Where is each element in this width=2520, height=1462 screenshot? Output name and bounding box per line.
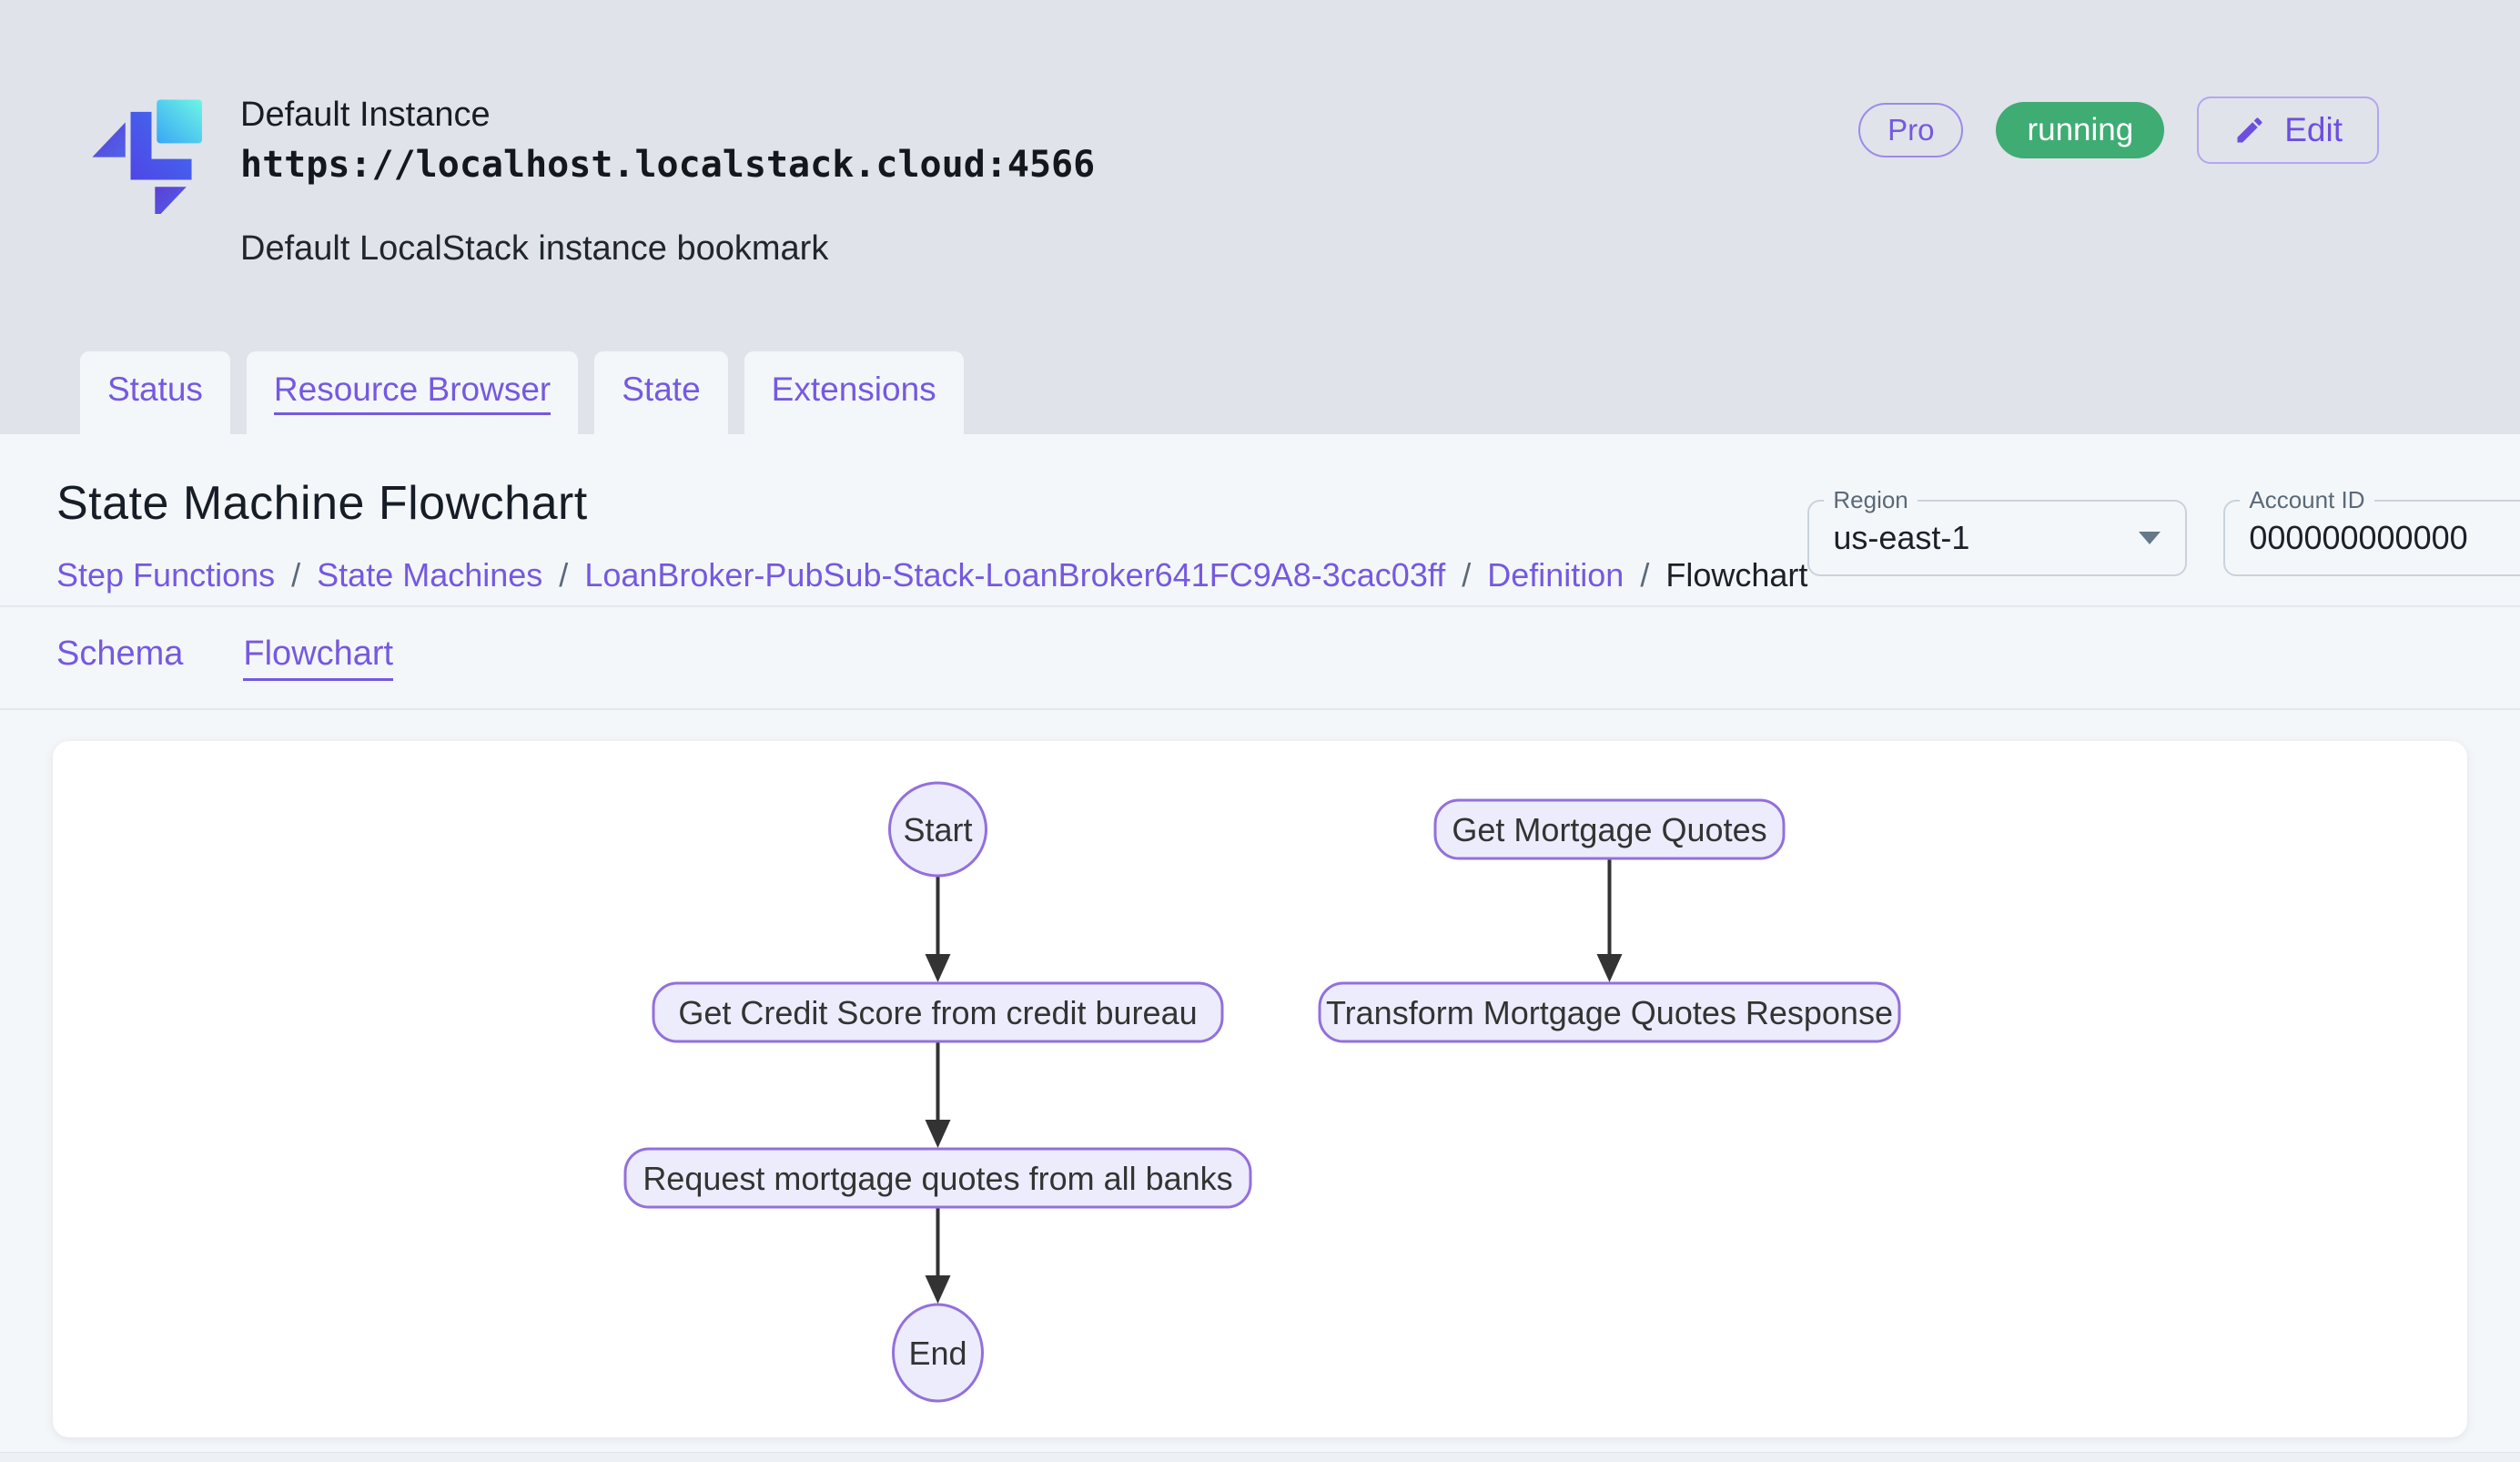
instance-tabs: Status Resource Browser State Extensions (80, 351, 964, 434)
page-title: State Machine Flowchart (56, 476, 1807, 531)
instance-title: Default Instance (240, 96, 1095, 135)
instance-header-bar: Default Instance https://localhost.local… (0, 0, 2520, 434)
instance-description: Default LocalStack instance bookmark (240, 229, 1095, 269)
instance-text-block: Default Instance https://localhost.local… (240, 86, 1095, 269)
panel-header: State Machine Flowchart Step Functions /… (0, 434, 2520, 605)
breadcrumb: Step Functions / State Machines / LoanBr… (56, 556, 1807, 594)
tab-status[interactable]: Status (80, 351, 230, 434)
flow-node-label: Transform Mortgage Quotes Response (1326, 994, 1893, 1031)
region-select[interactable]: Region us-east-1 (1807, 500, 2187, 576)
flow-node-get-credit-score: Get Credit Score from credit bureau (653, 983, 1222, 1041)
horizontal-scrollbar[interactable] (0, 1452, 2520, 1462)
pencil-icon (2233, 114, 2266, 147)
breadcrumb-separator: / (559, 556, 568, 594)
breadcrumb-definition[interactable]: Definition (1487, 556, 1624, 594)
subtab-schema[interactable]: Schema (56, 635, 183, 681)
region-account-fields: Region us-east-1 Account ID (1807, 500, 2520, 576)
subtab-flowchart[interactable]: Flowchart (243, 635, 393, 681)
flow-node-request-mortgage-quotes: Request mortgage quotes from all banks (625, 1149, 1250, 1207)
arrowhead-icon (926, 954, 951, 982)
account-id-field[interactable]: Account ID (2223, 500, 2520, 576)
region-label: Region (1824, 486, 1917, 514)
flow-node-label: Get Credit Score from credit bureau (678, 994, 1197, 1031)
breadcrumb-separator: / (291, 556, 300, 594)
arrowhead-icon (926, 1120, 951, 1148)
breadcrumb-separator: / (1462, 556, 1471, 594)
flow-node-transform-mortgage-quotes-response: Transform Mortgage Quotes Response (1320, 983, 1899, 1041)
arrowhead-icon (926, 1275, 951, 1304)
localstack-logo-icon (80, 86, 202, 214)
breadcrumb-separator: / (1640, 556, 1649, 594)
instance-url: https://localhost.localstack.cloud:4566 (240, 144, 1095, 186)
flow-node-label: Get Mortgage Quotes (1452, 811, 1766, 848)
divider (0, 708, 2520, 710)
running-status-badge: running (1996, 102, 2164, 158)
definition-subtabs: Schema Flowchart (0, 607, 2520, 708)
edit-button[interactable]: Edit (2197, 96, 2379, 164)
region-value: us-east-1 (1833, 519, 1969, 557)
breadcrumb-state-machine-name[interactable]: LoanBroker-PubSub-Stack-LoanBroker641FC9… (584, 556, 1445, 594)
chevron-down-icon (2138, 531, 2161, 545)
account-id-input[interactable] (2249, 519, 2520, 557)
flow-node-label: Request mortgage quotes from all banks (643, 1160, 1232, 1197)
flowchart-card: Start Get Mortgage QuotesGet Credit Score… (53, 741, 2467, 1437)
resource-browser-panel: State Machine Flowchart Step Functions /… (0, 434, 2520, 1462)
edit-button-label: Edit (2284, 111, 2343, 149)
flow-node-label: Start (903, 811, 972, 848)
tab-state[interactable]: State (594, 351, 727, 434)
tab-resource-browser[interactable]: Resource Browser (247, 351, 578, 434)
instance-header: Default Instance https://localhost.local… (80, 86, 1095, 269)
flow-node-end: End (894, 1305, 983, 1401)
state-machine-flowchart: Start Get Mortgage QuotesGet Credit Score… (53, 741, 2467, 1437)
breadcrumb-state-machines[interactable]: State Machines (317, 556, 542, 594)
account-id-label: Account ID (2240, 486, 2373, 514)
arrowhead-icon (1597, 954, 1623, 982)
flow-node-label: End (908, 1335, 967, 1372)
header-actions: Pro running Edit (1858, 96, 2379, 164)
flow-node-get-mortgage-quotes: Get Mortgage Quotes (1435, 800, 1784, 858)
pro-badge: Pro (1858, 103, 1963, 157)
breadcrumb-step-functions[interactable]: Step Functions (56, 556, 275, 594)
tab-extensions[interactable]: Extensions (744, 351, 964, 434)
breadcrumb-current-flowchart: Flowchart (1665, 556, 1807, 594)
flow-node-start: Start (890, 783, 987, 876)
title-breadcrumb-block: State Machine Flowchart Step Functions /… (56, 476, 1807, 594)
